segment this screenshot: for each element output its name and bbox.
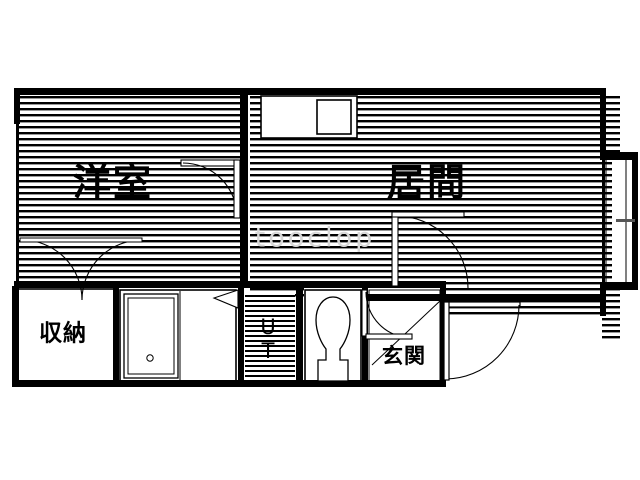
balcony-wall-top bbox=[600, 152, 638, 160]
closet-alcove-floor bbox=[261, 96, 357, 138]
wall-storage-bath bbox=[113, 286, 119, 386]
wall-ut-toilet bbox=[296, 286, 303, 386]
closet-alcove-outline bbox=[260, 95, 358, 139]
wall-bath-top bbox=[240, 281, 368, 288]
wall-bedroom-bottom bbox=[14, 281, 242, 288]
floor-hatch-utility bbox=[245, 292, 295, 384]
toilet-icon bbox=[315, 296, 351, 382]
storage-outline bbox=[17, 288, 115, 384]
door-jamb-bedroom bbox=[233, 159, 241, 219]
floor-hatch-bedroom bbox=[18, 94, 242, 284]
room-label-living: 居間 bbox=[387, 161, 467, 205]
hinged-door-living bbox=[391, 211, 469, 289]
wall-top-exterior bbox=[14, 88, 606, 95]
window-bedroom-left bbox=[16, 124, 19, 286]
hinged-door-toilet bbox=[361, 289, 413, 340]
door-head-toilet bbox=[365, 333, 413, 340]
bathtub-inner bbox=[127, 297, 175, 375]
balcony-wall-bottom bbox=[600, 282, 638, 290]
door-panel-utility bbox=[212, 289, 239, 309]
toilet-outline bbox=[304, 289, 362, 383]
hinged-door-entrance bbox=[443, 301, 521, 381]
door-panel-toilet bbox=[361, 289, 368, 337]
door-panel-closet bbox=[19, 237, 143, 243]
room-label-utility-t: T bbox=[261, 339, 275, 363]
room-label-entrance: 玄関 bbox=[382, 344, 426, 368]
watermark: tooclop bbox=[255, 223, 376, 254]
bathtub-drain-icon bbox=[146, 354, 154, 362]
room-label-storage: 収納 bbox=[39, 320, 87, 347]
wall-bath-ut bbox=[238, 286, 244, 386]
wall-left-lower bbox=[12, 286, 19, 386]
wall-right-upper bbox=[600, 88, 606, 160]
door-head-living bbox=[391, 211, 465, 218]
door-panel-living bbox=[391, 213, 399, 287]
room-labels: 洋室 居間 収納 U T 玄関 bbox=[39, 161, 467, 369]
wall-center-partition bbox=[240, 88, 248, 286]
entrance-step-line bbox=[371, 299, 442, 366]
room-label-utility-u: U bbox=[260, 315, 275, 339]
double-door-closet bbox=[19, 237, 143, 301]
room-label-bedroom: 洋室 bbox=[73, 161, 153, 205]
wall-entrance-top bbox=[366, 281, 446, 288]
hinged-door-utility bbox=[212, 289, 239, 309]
hinged-door-bedroom bbox=[180, 159, 241, 219]
wall-entrance-right bbox=[440, 286, 446, 386]
bathroom-outline bbox=[119, 289, 237, 383]
wall-left-upper bbox=[14, 88, 20, 124]
wall-living-bottom bbox=[366, 294, 444, 301]
window-living-right bbox=[602, 160, 605, 282]
closet-alcove-inner-box bbox=[316, 99, 352, 135]
wall-bottom-exterior bbox=[12, 380, 446, 387]
door-swing-entrance bbox=[445, 304, 520, 380]
wall-living-bottom-right bbox=[440, 294, 606, 301]
storage-floor bbox=[16, 288, 116, 384]
balcony-handrail-mark bbox=[616, 219, 635, 222]
doors bbox=[19, 159, 521, 381]
door-panel-entrance bbox=[445, 301, 521, 308]
door-jamb-entrance bbox=[443, 301, 450, 381]
